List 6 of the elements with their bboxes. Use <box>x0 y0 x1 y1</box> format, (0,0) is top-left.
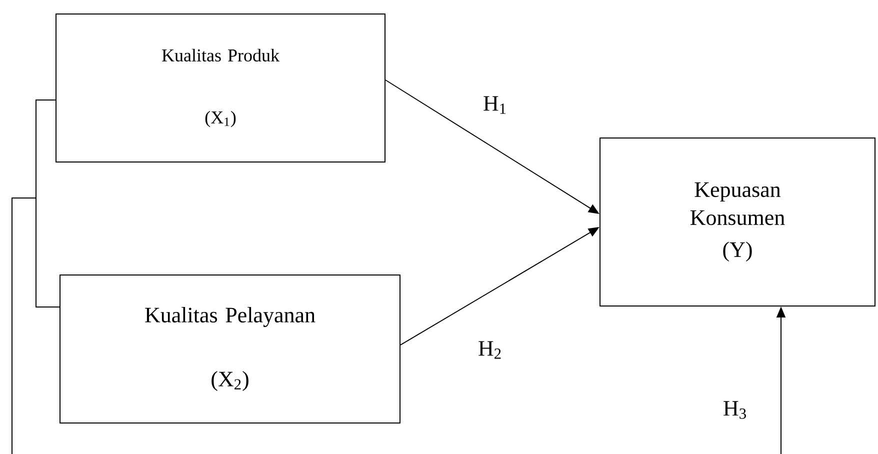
variable-box: Kualitas Pelayanan (X$_{2}$) <box>60 274 400 424</box>
variable-box: Kualitas Produk (X$_{1}$) <box>56 14 386 162</box>
edge-label: H$_{3}$ <box>722 400 748 420</box>
variable-box: Kepuasan Konsumen (Y) <box>600 138 876 306</box>
edge-label: H$_{2}$ <box>476 340 504 360</box>
edge-label: H$_{1}$ <box>482 95 508 115</box>
